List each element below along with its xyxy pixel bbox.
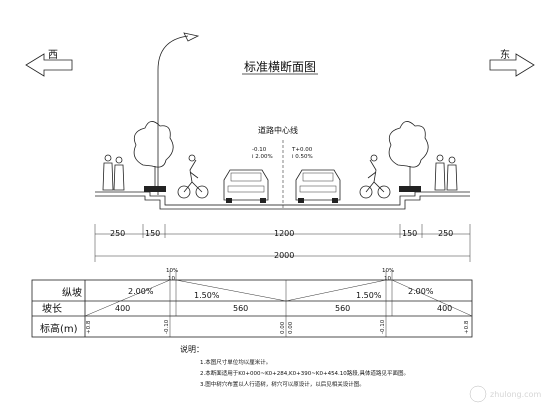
- dim-2000: 2000: [274, 251, 294, 260]
- slope-length-2: 560: [233, 304, 248, 313]
- grade-3: 1.50%: [356, 291, 382, 300]
- pedestrians-icon-right: [434, 154, 458, 191]
- vc-mark-left-2: 10: [168, 276, 175, 282]
- tree-icon-left: [133, 121, 174, 192]
- elevation-2: -0.10: [164, 319, 170, 334]
- row-label-slope-length: 坡长: [42, 302, 62, 315]
- elevation-6: +0.8: [464, 320, 470, 334]
- street-lamp-icon: [157, 32, 200, 195]
- road-surface: [95, 191, 470, 210]
- tree-icon-right: [388, 121, 429, 192]
- right-slope-note-2: i 0.50%: [292, 154, 313, 160]
- drawing-title: 标准横断面图: [244, 59, 316, 74]
- left-slope-note-1: -0.10: [252, 147, 267, 153]
- note-3: 3.图中树穴布置以人行道树，树穴可以原设计，以后见相关设计图。: [200, 380, 365, 388]
- vc-mark-left-1: 10%: [166, 268, 178, 274]
- row-label-elevation: 标高(m): [40, 322, 78, 335]
- vc-mark-right-2: 10: [384, 276, 391, 282]
- vc-mark-right-1: 10%: [382, 268, 394, 274]
- left-slope-note-2: i 2.00%: [252, 154, 273, 160]
- west-direction-marker: 西: [25, 50, 73, 77]
- notes-block: 说明： 1.本图尺寸单位均以厘米计。 2.本断面适用于K0+000~K0+284…: [180, 344, 409, 388]
- car-icon-left: [223, 169, 269, 203]
- row-label-grade: 纵坡: [62, 286, 82, 299]
- width-dimension-line: 250 150 1200 150 250: [94, 224, 471, 262]
- grade-2: 1.50%: [194, 291, 220, 300]
- watermark-text: zhulong.com: [490, 390, 541, 399]
- note-2: 2.本断面适用于K0+000~K0+284,K0+390~K0+454.10路段…: [200, 369, 409, 377]
- cyclist-icon-right: [359, 154, 391, 199]
- elevation-4: 0.00: [288, 321, 294, 334]
- total-width-dimension: 2000: [95, 251, 470, 260]
- dim-150-left: 150: [145, 229, 160, 238]
- east-direction-marker: 东: [489, 48, 535, 77]
- grade-4: 2.00%: [408, 287, 434, 296]
- cyclist-icon-left: [177, 154, 209, 199]
- east-label: 东: [500, 48, 510, 61]
- grade-1: 2.00%: [128, 287, 154, 296]
- car-icon-right: [295, 169, 341, 203]
- dim-250-right: 250: [438, 229, 453, 238]
- elevation-3: 0.00: [280, 321, 286, 334]
- centerline-label: 道路中心线: [258, 125, 298, 135]
- west-label: 西: [48, 50, 58, 61]
- elevation-5: -0.10: [380, 319, 386, 334]
- pedestrians-icon-left: [102, 154, 125, 191]
- dim-150-right: 150: [402, 229, 417, 238]
- watermark-logo: zhulong.com: [469, 385, 541, 403]
- right-slope-note-1: T+0.00: [291, 147, 313, 153]
- note-1: 1.本图尺寸单位均以厘米计。: [200, 358, 271, 366]
- elevation-1: +0.8: [86, 320, 92, 334]
- dim-1200: 1200: [274, 229, 294, 238]
- profile-table: 纵坡 坡长 标高(m) 10% 10 10% 10 2.00% 1.50% 1.…: [31, 268, 473, 338]
- slope-length-1: 400: [115, 304, 130, 313]
- dim-250-left: 250: [110, 229, 125, 238]
- slope-length-3: 560: [335, 304, 350, 313]
- notes-heading: 说明：: [180, 344, 204, 354]
- slope-length-4: 400: [437, 304, 452, 313]
